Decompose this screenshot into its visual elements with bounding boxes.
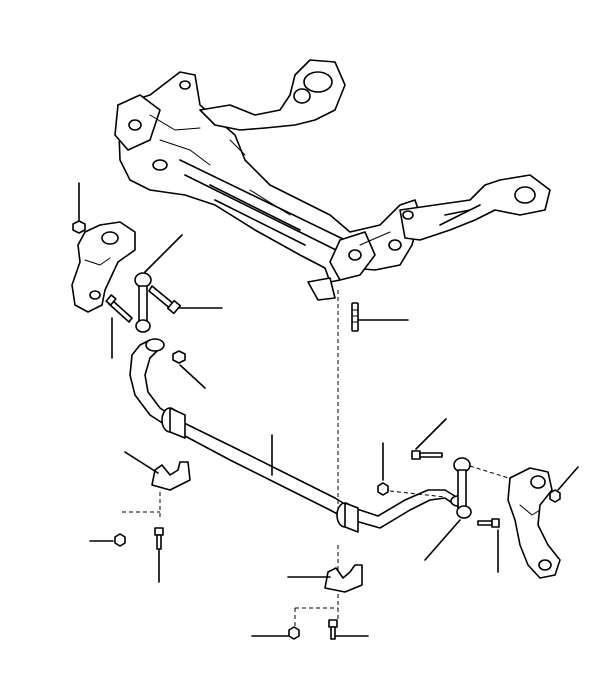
clamp-nut-left-upper	[172, 350, 186, 364]
leader-nut-bar-left	[179, 364, 206, 389]
alignment-line-nut-right	[389, 490, 446, 498]
right-stabilizer-bushing-clamp	[324, 564, 363, 593]
front-subframe	[114, 59, 551, 301]
left-steering-knuckle	[71, 221, 136, 313]
link-bolt-left	[148, 285, 182, 315]
stabilizer-bar	[129, 338, 466, 533]
right-stabilizer-link	[453, 457, 472, 519]
clamp-bolt-right	[328, 619, 338, 640]
leader-left-clamp	[124, 451, 159, 474]
clamp-bolt-right-small	[477, 518, 500, 528]
left-stabilizer-link	[134, 272, 152, 333]
alignment-line-right-link	[469, 465, 516, 481]
leader-link-nut-right	[557, 466, 579, 491]
right-steering-knuckle	[507, 467, 561, 579]
left-stabilizer-bushing-clamp	[151, 461, 191, 491]
link-nut-left	[72, 220, 86, 234]
leader-right-stabilizer-link	[424, 519, 461, 561]
leader-link-bolt-right	[415, 418, 447, 450]
clamp-bolt-left	[105, 294, 133, 323]
link-bolt-right	[411, 450, 443, 460]
link-nut-right-lower	[377, 482, 389, 496]
link-nut-right	[549, 489, 561, 503]
clamp-nut-right	[288, 626, 300, 640]
clamp-bolt-left-vertical	[154, 527, 164, 550]
clamp-nut-left	[114, 533, 126, 547]
leader-left-stabilizer-link	[144, 234, 183, 273]
subframe-stud	[351, 302, 359, 332]
